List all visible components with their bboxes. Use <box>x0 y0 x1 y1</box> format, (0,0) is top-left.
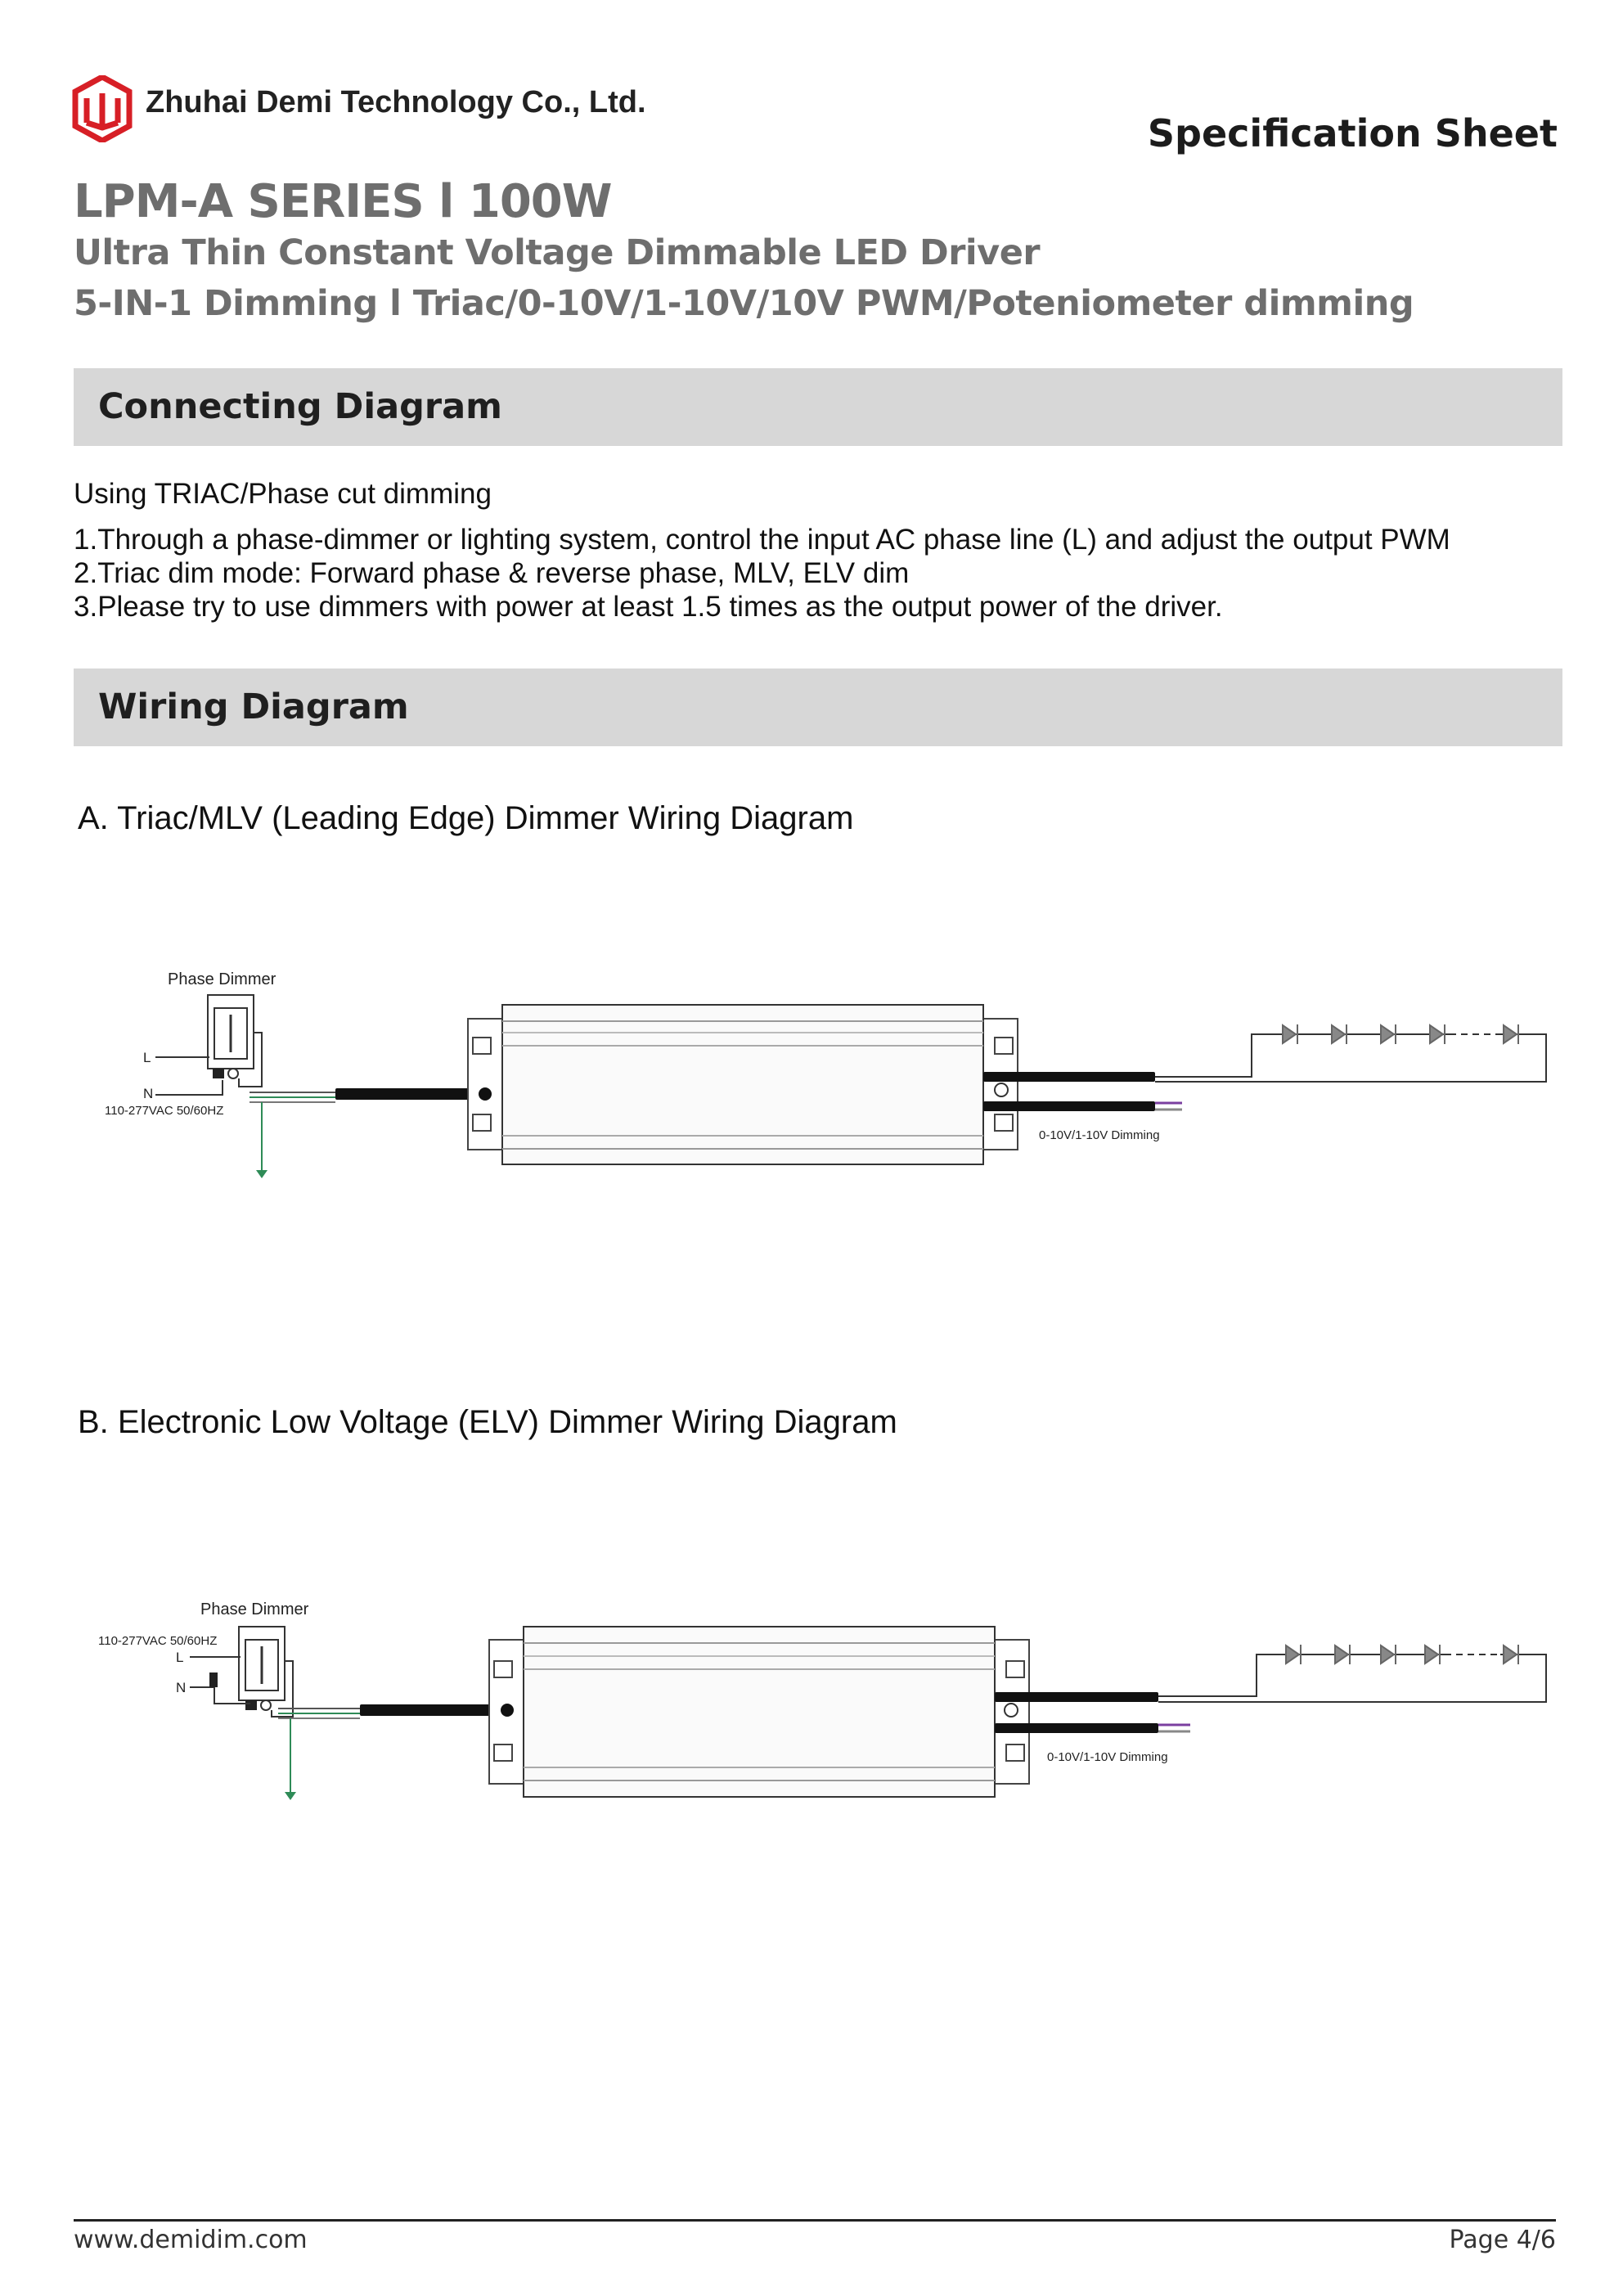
connecting-intro: Using TRIAC/Phase cut dimming <box>74 478 492 510</box>
page-number: Page 4/6 <box>1449 2226 1556 2254</box>
document-type: Specification Sheet <box>1147 111 1558 155</box>
product-series-title: LPM-A SERIES l 100W <box>74 175 613 228</box>
phase-dimmer: Phase Dimmer <box>168 970 276 1079</box>
company-logo <box>72 74 133 144</box>
footer-website-link[interactable]: www.demidim.com <box>74 2226 308 2254</box>
neutral-label: N <box>176 1680 186 1695</box>
ground-icon <box>285 1792 296 1800</box>
connecting-point-3: 3.Please try to use dimmers with power a… <box>74 591 1223 623</box>
connecting-point-1: 1.Through a phase-dimmer or lighting sys… <box>74 524 1450 556</box>
ac-input-label: 110-277VAC 50/60HZ <box>105 1104 223 1118</box>
line-label: L <box>143 1050 151 1065</box>
dimming-modes-subtitle: 5-IN-1 Dimming l Triac/0-10V/1-10V/10V P… <box>74 283 1414 324</box>
led-string-icon <box>1285 1644 1519 1665</box>
neutral-label: N <box>143 1086 153 1101</box>
phase-dimmer-label: Phase Dimmer <box>168 970 276 988</box>
footer-divider <box>74 2219 1556 2222</box>
line-label: L <box>176 1650 183 1665</box>
product-subtitle: Ultra Thin Constant Voltage Dimmable LED… <box>74 232 1041 273</box>
dimming-wire-label: 0-10V/1-10V Dimming <box>1039 1128 1160 1142</box>
section-title: Connecting Diagram <box>98 386 502 427</box>
wiring-diagram-a: Phase Dimmer L N 110-277VAC 50/60HZ 0-10… <box>105 970 1547 1178</box>
led-driver <box>488 1626 1030 1798</box>
phase-dimmer-label: Phase Dimmer <box>200 1600 309 1618</box>
wiring-diagram-header: Wiring Diagram <box>74 669 1562 746</box>
dimming-wire-label: 0-10V/1-10V Dimming <box>1047 1750 1168 1764</box>
ground-icon <box>256 1170 268 1178</box>
connecting-diagram-header: Connecting Diagram <box>74 368 1562 446</box>
wiring-diagram-b: Phase Dimmer 110-277VAC 50/60HZ L N 0-10… <box>98 1600 1547 1800</box>
ac-input-label: 110-277VAC 50/60HZ <box>98 1634 217 1648</box>
diagram-b-title: B. Electronic Low Voltage (ELV) Dimmer W… <box>78 1404 897 1440</box>
company-name: Zhuhai Demi Technology Co., Ltd. <box>146 85 646 119</box>
led-string-icon <box>1282 1024 1519 1045</box>
led-driver <box>467 1004 1018 1165</box>
phase-dimmer: Phase Dimmer <box>200 1600 309 1711</box>
connecting-point-2: 2.Triac dim mode: Forward phase & revers… <box>74 557 910 589</box>
diagram-a-title: A. Triac/MLV (Leading Edge) Dimmer Wirin… <box>78 800 854 836</box>
section-title: Wiring Diagram <box>98 687 409 727</box>
